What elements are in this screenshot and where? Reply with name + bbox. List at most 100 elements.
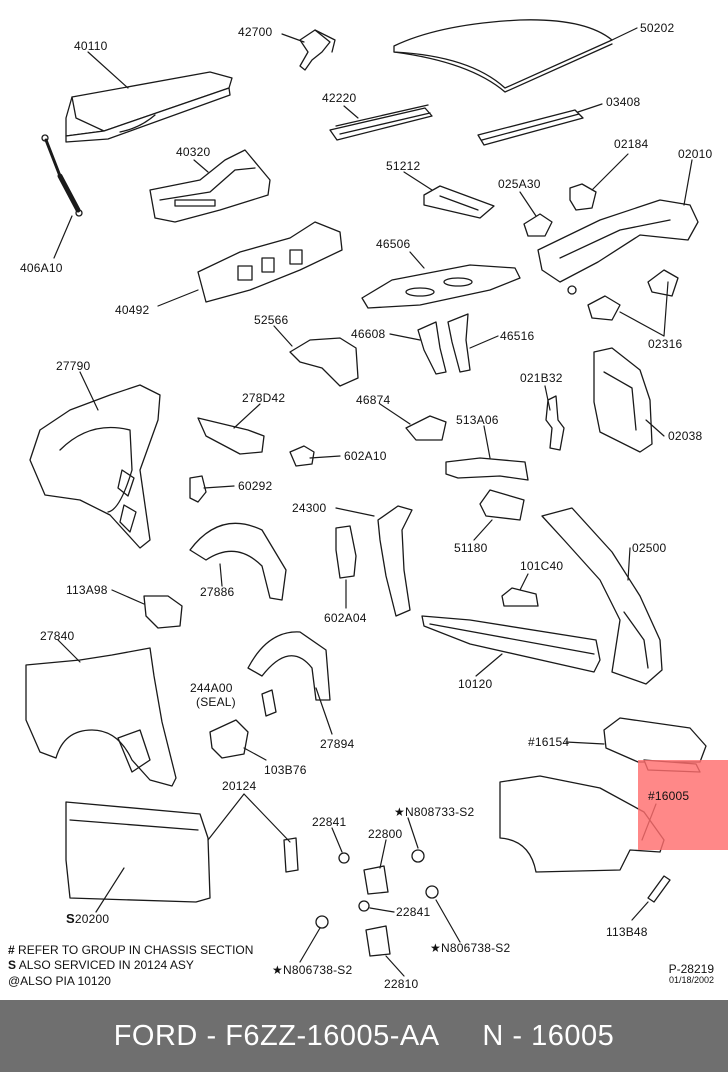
part-113A98-drawing: [143, 595, 183, 629]
part-513A06-drawing: [445, 457, 529, 481]
part-46506-drawing: [361, 264, 521, 309]
part-27790-drawing: [29, 384, 161, 549]
part-406A10-drawing: [41, 134, 83, 217]
part-label-101C40[interactable]: 101C40: [520, 559, 564, 573]
part-02316-drawing: [587, 269, 679, 321]
part-label-16005[interactable]: #16005: [648, 789, 690, 803]
part-number-footer: FORD - F6ZZ-16005-AA N - 16005: [0, 1000, 728, 1072]
parts-diagram: 40110 42700 50202 42220 03408 40320 5121…: [8, 19, 728, 991]
part-label-10120[interactable]: 10120: [458, 677, 493, 691]
part-278D42-drawing: [197, 417, 265, 455]
part-label-20200[interactable]: S20200: [66, 911, 110, 926]
part-label-113B48[interactable]: 113B48: [606, 925, 648, 939]
part-label-N806738-S2-right[interactable]: ★N806738-S2: [430, 941, 511, 955]
part-label-27894[interactable]: 27894: [320, 737, 355, 751]
part-label-24300[interactable]: 24300: [292, 501, 327, 515]
part-label-406A10[interactable]: 406A10: [20, 261, 63, 275]
part-label-02500[interactable]: 02500: [632, 541, 667, 555]
part-label-513A06[interactable]: 513A06: [456, 413, 499, 427]
part-label-46506[interactable]: 46506: [376, 237, 411, 251]
part-113B48-drawing: [647, 875, 671, 903]
part-label-40492[interactable]: 40492: [115, 303, 150, 317]
highlight-box-16005: [638, 760, 728, 850]
part-label-42220[interactable]: 42220: [322, 91, 357, 105]
footer-part-number: F6ZZ-16005-AA: [225, 1019, 440, 1052]
part-label-22841-bottom[interactable]: 22841: [396, 905, 431, 919]
part-label-46516[interactable]: 46516: [500, 329, 535, 343]
part-label-27886[interactable]: 27886: [200, 585, 235, 599]
part-40110-drawing: [65, 71, 233, 143]
part-label-51180[interactable]: 51180: [454, 541, 488, 555]
part-46516-drawing: [447, 313, 471, 373]
part-label-N808733-S2[interactable]: ★N808733-S2: [394, 805, 475, 819]
part-label-103B76[interactable]: 103B76: [264, 763, 307, 777]
part-40492-drawing: [197, 221, 343, 303]
part-24300-drawing: [335, 505, 413, 617]
part-02184-drawing: [569, 183, 597, 211]
part-02500-drawing: [541, 507, 663, 685]
part-025A30-drawing: [523, 213, 553, 237]
part-10120-drawing: [421, 615, 601, 673]
part-label-46874[interactable]: 46874: [356, 393, 391, 407]
part-label-50202[interactable]: 50202: [640, 21, 675, 35]
footer-brand: FORD: [113, 1019, 198, 1052]
part-60292-drawing: [189, 475, 207, 503]
part-label-03408[interactable]: 03408: [606, 95, 641, 109]
part-02010-drawing: [537, 199, 699, 295]
legend-pia-note: @ALSO PIA 10120: [8, 974, 111, 988]
part-label-60292[interactable]: 60292: [238, 479, 273, 493]
part-51180-drawing: [479, 489, 525, 521]
footer-separator: -: [206, 1019, 217, 1052]
part-label-278D42[interactable]: 278D42: [242, 391, 286, 405]
legend-serviced-note: S ALSO SERVICED IN 20124 ASY: [8, 958, 194, 972]
part-label-02010[interactable]: 02010: [678, 147, 713, 161]
legend-chassis-note: # REFER TO GROUP IN CHASSIS SECTION: [8, 943, 254, 957]
part-16154-drawing: [603, 717, 707, 763]
part-02038-drawing: [593, 347, 653, 453]
part-103B76-drawing: [209, 719, 249, 759]
part-46874-drawing: [405, 415, 447, 441]
leader-lines: [53, 27, 693, 977]
part-101C40-drawing: [501, 587, 539, 607]
part-label-02316[interactable]: 02316: [648, 337, 683, 351]
part-20200-drawing: [65, 801, 211, 903]
part-label-20124[interactable]: 20124: [222, 779, 257, 793]
part-label-244A00[interactable]: 244A00: [190, 681, 233, 695]
footer-part-label: N - 16005: [482, 1019, 615, 1052]
drawing-reference-code: P-28219: [668, 962, 714, 976]
part-label-51212[interactable]: 51212: [386, 159, 421, 173]
part-52566-drawing: [289, 337, 359, 387]
part-label-27840[interactable]: 27840: [40, 629, 75, 643]
also-serviced-symbol: S: [66, 911, 75, 926]
part-label-40110[interactable]: 40110: [74, 39, 108, 53]
part-label-22841-top[interactable]: 22841: [312, 815, 347, 829]
part-label-46608[interactable]: 46608: [351, 327, 386, 341]
part-27886-drawing: [189, 522, 287, 601]
part-46608-drawing: [417, 321, 447, 375]
part-label-602A04[interactable]: 602A04: [324, 611, 367, 625]
part-label-16154[interactable]: #16154: [528, 735, 570, 749]
part-03408-drawing: [477, 109, 584, 146]
part-label-40320[interactable]: 40320: [176, 145, 211, 159]
part-602A10-drawing: [289, 445, 315, 467]
part-27840-drawing: [25, 647, 177, 787]
part-label-22810[interactable]: 22810: [384, 977, 419, 991]
drawing-reference-date: 01/18/2002: [668, 975, 714, 985]
part-label-602A10[interactable]: 602A10: [344, 449, 387, 463]
part-label-27790[interactable]: 27790: [56, 359, 91, 373]
part-label-113A98[interactable]: 113A98: [66, 583, 108, 597]
part-label-025A30[interactable]: 025A30: [498, 177, 541, 191]
part-50202-drawing: [393, 19, 613, 93]
part-label-02038[interactable]: 02038: [668, 429, 703, 443]
part-label-N806738-S2-left[interactable]: ★N806738-S2: [272, 963, 353, 977]
part-label-42700[interactable]: 42700: [238, 25, 273, 39]
part-20124-drawing: [283, 837, 299, 873]
part-label-021B32[interactable]: 021B32: [520, 371, 563, 385]
part-244A00-drawing: [261, 689, 277, 717]
part-51212-drawing: [423, 185, 495, 219]
part-label-22800[interactable]: 22800: [368, 827, 403, 841]
part-label-02184[interactable]: 02184: [614, 137, 649, 151]
part-40320-drawing: [149, 149, 271, 223]
part-label-52566[interactable]: 52566: [254, 313, 289, 327]
part-label-244A00-seal: (SEAL): [196, 695, 236, 709]
